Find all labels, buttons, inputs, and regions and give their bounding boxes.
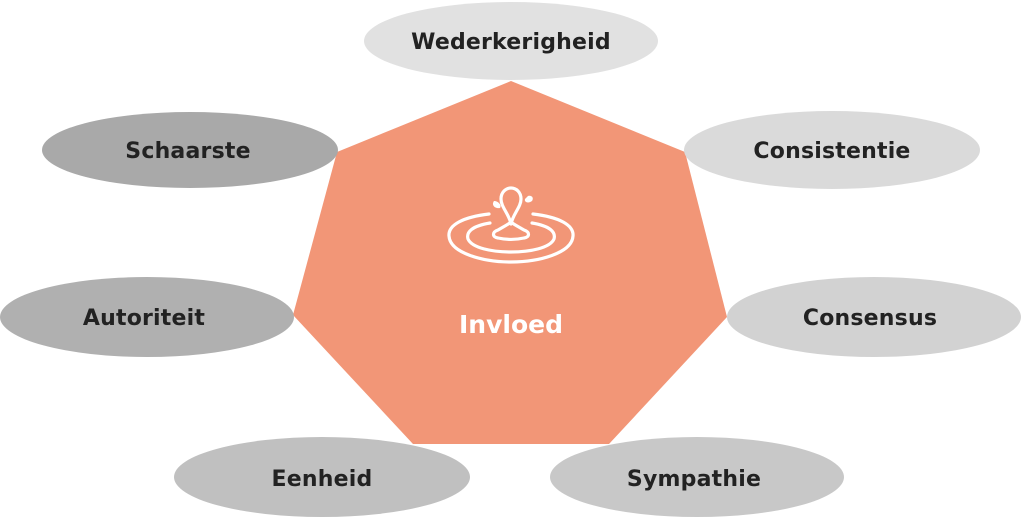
node-label: Sympathie bbox=[627, 467, 761, 492]
node-label: Schaarste bbox=[125, 139, 250, 164]
node-ellipse bbox=[727, 277, 1021, 357]
node-ellipse bbox=[550, 437, 844, 517]
node-label: Wederkerigheid bbox=[411, 30, 611, 55]
node-sympathie: Sympathie bbox=[550, 437, 844, 517]
node-label: Consensus bbox=[803, 306, 937, 331]
node-ellipse bbox=[364, 2, 658, 80]
node-ellipse bbox=[42, 112, 338, 188]
node-ellipse bbox=[174, 437, 470, 517]
node-eenheid: Eenheid bbox=[174, 437, 470, 517]
center-label: Invloed bbox=[459, 310, 563, 339]
node-consensus: Consensus bbox=[727, 277, 1021, 357]
node-label: Eenheid bbox=[272, 467, 373, 492]
node-wederkerigheid: Wederkerigheid bbox=[364, 2, 658, 80]
node-schaarste: Schaarste bbox=[42, 112, 338, 188]
node-label: Autoriteit bbox=[83, 306, 205, 331]
water-drop-ripple-icon bbox=[447, 186, 575, 264]
node-ellipse bbox=[684, 111, 980, 189]
node-consistentie: Consistentie bbox=[684, 111, 980, 189]
node-autoriteit: Autoriteit bbox=[0, 277, 294, 357]
node-label: Consistentie bbox=[753, 139, 910, 164]
node-ellipse bbox=[0, 277, 294, 357]
